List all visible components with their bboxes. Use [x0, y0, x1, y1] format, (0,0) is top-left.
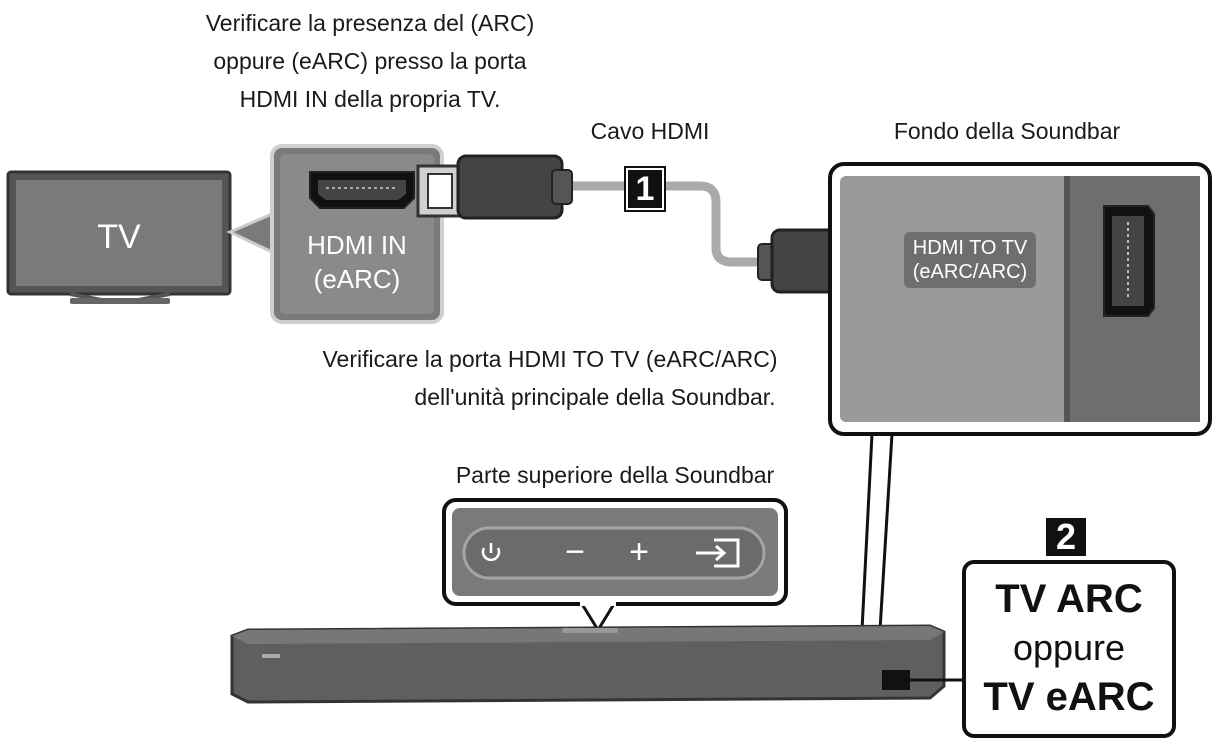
volume-down-button: −: [565, 533, 585, 571]
soundbar-bottom-callout: [828, 162, 1212, 631]
cable-caption: Cavo HDMI: [590, 118, 710, 144]
soundbar-illustration: [230, 624, 962, 704]
step-1-badge: 1: [624, 166, 666, 212]
tv-illustration: [6, 170, 232, 304]
tv-hdmi-port-icon: [309, 171, 415, 209]
soundbar-top-caption: Parte superiore della Soundbar: [455, 462, 775, 488]
step-2-badge: 2: [1044, 516, 1088, 558]
tv-port-callout: [226, 144, 444, 324]
tv-port-label: HDMI IN (eARC): [307, 230, 407, 294]
indicator-display: [882, 670, 910, 690]
soundbar-hdmi-port-icon: [1103, 205, 1155, 317]
tv-label: TV: [97, 218, 141, 256]
tv-port-caption: Verificare la presenza del (ARC) oppure …: [205, 10, 535, 112]
power-icon: [481, 543, 501, 562]
input-source-icon: [696, 538, 740, 568]
soundbar-top-callout: [442, 498, 788, 633]
soundbar-port-caption: Verificare la porta HDMI TO TV (eARC/ARC…: [322, 346, 778, 410]
volume-up-button: +: [629, 533, 649, 571]
arc-mode-line-1: TV ARC: [995, 577, 1143, 621]
arc-mode-line-2: oppure: [1012, 627, 1126, 668]
soundbar-bottom-caption: Fondo della Soundbar: [893, 118, 1121, 144]
arc-mode-box: TV ARC oppure TV eARC: [962, 560, 1176, 738]
arc-mode-line-3: TV eARC: [983, 675, 1155, 719]
soundbar-port-label: HDMI TO TV (eARC/ARC): [912, 237, 1028, 283]
